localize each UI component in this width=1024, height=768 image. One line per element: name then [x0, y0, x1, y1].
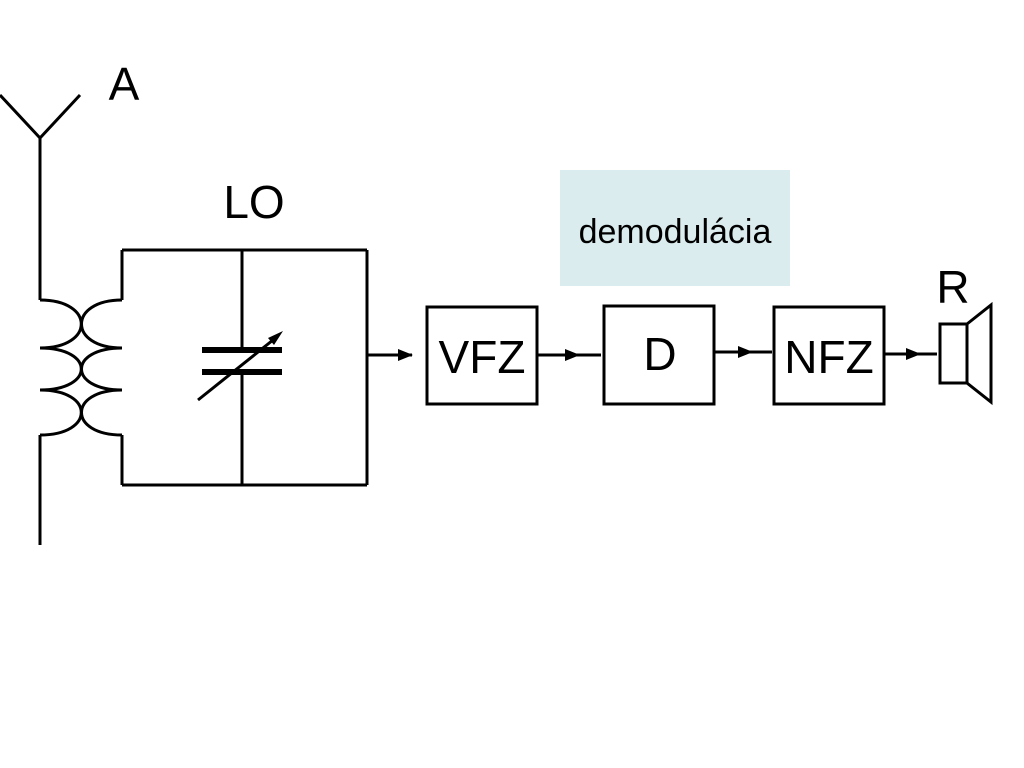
arrow-lo-to-vfz — [367, 349, 413, 361]
nfz-label: NFZ — [784, 331, 873, 383]
resonant-circuit-frame — [122, 248, 369, 487]
arrow-vfz-to-d — [537, 349, 601, 361]
variable-capacitor-symbol — [197, 331, 283, 402]
demodulation-label: demodulácia — [579, 213, 772, 251]
antenna-label: A — [109, 58, 140, 110]
resonant-circuit-label: LO — [223, 176, 284, 228]
vfz-label: VFZ — [439, 331, 526, 383]
secondary-coil — [80, 250, 124, 485]
demodulation-highlight — [560, 170, 790, 286]
demodulator-label: D — [643, 328, 676, 380]
primary-coil — [38, 298, 83, 545]
speaker-icon — [938, 301, 993, 406]
arrow-d-to-nfz — [714, 346, 772, 358]
antenna-symbol — [0, 93, 82, 300]
speaker-label: R — [936, 261, 969, 313]
demodulator-block — [602, 304, 716, 406]
arrow-nfz-to-speaker — [884, 348, 937, 360]
